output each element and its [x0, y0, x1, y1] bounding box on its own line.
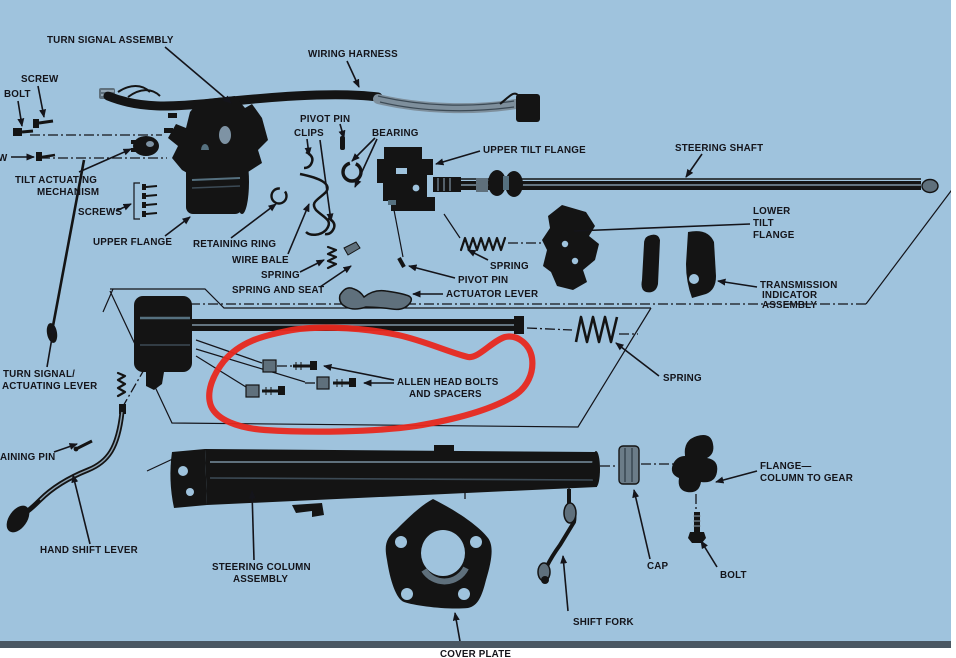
label-allen-head-line2: AND SPACERS	[409, 389, 482, 400]
construction-lines	[30, 134, 955, 512]
label-spring-under-shaft: SPRING	[490, 261, 529, 272]
label-lower-tilt-line1: LOWER	[753, 206, 790, 217]
label-transmission-line3: ASSEMBLY	[762, 300, 817, 311]
label-lower-tilt-line3: FLANGE	[753, 230, 795, 241]
label-wiring-harness: WIRING HARNESS	[308, 49, 398, 60]
lower-tilt-flange-part	[542, 205, 716, 298]
screws-group-part	[133, 182, 158, 220]
labels: TURN SIGNAL ASSEMBLY SCREW BOLT W TILT A…	[0, 35, 853, 628]
label-pivot-pin-top: PIVOT PIN	[300, 114, 350, 125]
footer-strip: COVER PLATE	[0, 641, 956, 658]
steering-column-tube-part	[170, 445, 600, 517]
upper-flange-part	[186, 150, 249, 214]
label-steering-column-line2: ASSEMBLY	[233, 574, 288, 585]
label-flange-column-line2: COLUMN TO GEAR	[760, 473, 853, 484]
label-transmission-line1: TRANSMISSION	[760, 280, 838, 291]
label-screw-top: SCREW	[21, 74, 59, 85]
label-retaining-pin-cut: AINING PIN	[0, 452, 55, 463]
cover-plate-part	[385, 499, 492, 609]
label-pivot-pin-mid: PIVOT PIN	[458, 275, 508, 286]
label-screw-left-cut: W	[0, 153, 8, 164]
allen-bolts-spacers-parts	[245, 359, 356, 398]
label-turn-signal-lever-line2: ACTUATING LEVER	[2, 381, 97, 392]
label-hand-shift-lever: HAND SHIFT LEVER	[40, 545, 138, 556]
label-spring-and-seat: SPRING AND SEAT	[232, 285, 324, 296]
footer-white-margin	[0, 648, 956, 658]
label-flange-column-line1: FLANGE—	[760, 461, 811, 472]
label-cover-plate: COVER PLATE	[440, 649, 511, 658]
label-spring-mid-left: SPRING	[261, 270, 300, 281]
label-actuator-lever: ACTUATOR LEVER	[446, 289, 538, 300]
label-bolt-top: BOLT	[4, 89, 31, 100]
cap-part	[618, 445, 640, 485]
label-clips: CLIPS	[294, 128, 324, 139]
label-turn-signal-lever-line1: TURN SIGNAL/	[3, 369, 75, 380]
bolt-screw-parts	[13, 119, 56, 161]
label-upper-tilt-flange: UPPER TILT FLANGE	[483, 145, 586, 156]
label-retaining-ring: RETAINING RING	[193, 239, 276, 250]
shift-fork-part	[537, 489, 577, 584]
leader-lines	[11, 46, 758, 648]
highlight-annotation-circle	[206, 324, 536, 435]
label-tilt-actuating-line2: MECHANISM	[37, 187, 99, 198]
label-spring-middle-right: SPRING	[663, 373, 702, 384]
flange-column-to-gear-part	[671, 435, 718, 493]
label-steering-shaft: STEERING SHAFT	[675, 143, 763, 154]
actuator-lever-part	[338, 287, 413, 311]
footer-dark-bar	[0, 641, 956, 648]
spring-middle-right-part	[574, 315, 619, 344]
spring-under-shaft-part	[459, 236, 507, 252]
label-lower-tilt-line2: TILT	[753, 218, 774, 229]
label-tilt-actuating-line1: TILT ACTUATING	[15, 175, 97, 186]
label-screws: SCREWS	[78, 207, 122, 218]
label-allen-head-line1: ALLEN HEAD BOLTS	[397, 377, 499, 388]
label-bearing: BEARING	[372, 128, 419, 139]
label-turn-signal-assembly: TURN SIGNAL ASSEMBLY	[47, 35, 174, 46]
tilt-actuating-mechanism-part	[131, 136, 159, 156]
label-upper-flange: UPPER FLANGE	[93, 237, 172, 248]
label-bolt-bottom: BOLT	[720, 570, 747, 581]
label-shift-fork: SHIFT FORK	[573, 617, 634, 628]
label-steering-column-line1: STEERING COLUMN	[212, 562, 311, 573]
upper-tilt-flange-part	[377, 147, 435, 211]
upper-column-part	[134, 296, 524, 390]
label-cap: CAP	[647, 561, 669, 572]
label-transmission-line2: INDICATOR	[762, 290, 817, 301]
label-wire-bale: WIRE BALE	[232, 255, 289, 266]
steering-shaft-part	[433, 170, 939, 197]
parts	[6, 85, 939, 609]
right-scan-edge	[951, 0, 956, 658]
